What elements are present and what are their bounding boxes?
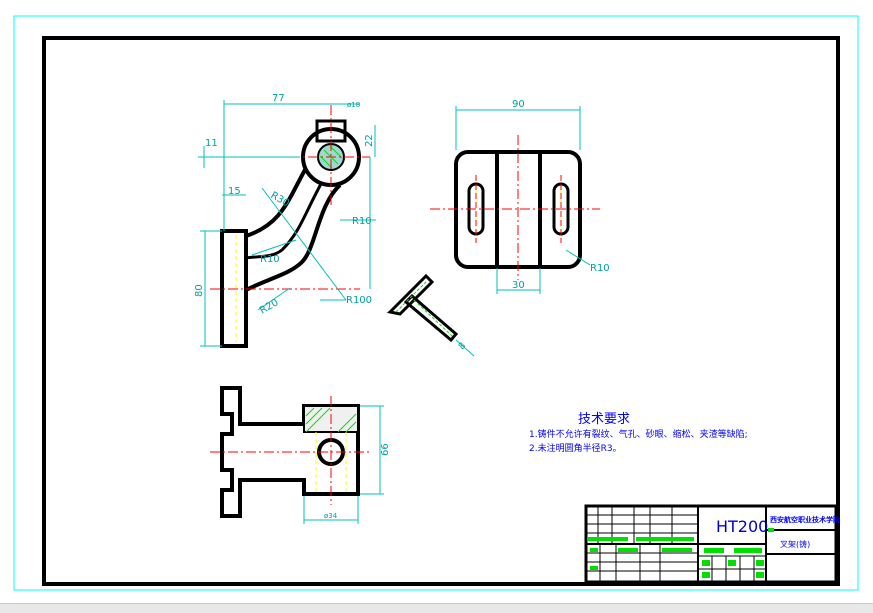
side-view-dimensions <box>455 106 591 294</box>
section-hatch <box>395 281 427 313</box>
front-view-dimensions <box>198 100 376 347</box>
material-label: HT200 <box>716 517 768 536</box>
sheet-border <box>13 15 859 591</box>
dim-30: 30 <box>512 280 525 291</box>
dim-phi-bottom: ø34 <box>324 512 338 520</box>
section-dim-line <box>455 339 475 357</box>
dim-r20: R20 <box>258 297 281 316</box>
dim-66: 66 <box>380 443 391 456</box>
notes-line-1: 1.铸件不允许有裂纹、气孔、砂眼、缩松、夹渣等缺陷; <box>529 428 748 440</box>
rib-section-view: 8 <box>386 273 475 357</box>
title-block: HT200 西安航空职业技术学院 叉架(铸) <box>584 504 840 584</box>
dim-r10-left: R10 <box>260 254 280 265</box>
dim-15: 15 <box>228 186 241 197</box>
hole-hatch <box>319 155 333 169</box>
top-view: 66 ø34 <box>210 386 391 524</box>
front-view: 77 11 15 22 80 ø18 R30 R10 R20 R10 R100 <box>194 93 376 348</box>
title-grid-lines <box>586 506 766 582</box>
side-view: 90 30 R10 <box>430 99 610 294</box>
arm-outer-curve <box>245 167 308 238</box>
section-hatch <box>413 299 453 337</box>
dim-22: 22 <box>364 134 375 147</box>
dim-r100: R100 <box>346 295 372 306</box>
dim-77: 77 <box>272 93 285 104</box>
arm-inner-curve <box>245 183 342 292</box>
technical-requirements: 技术要求 1.铸件不允许有裂纹、气孔、砂眼、缩松、夹渣等缺陷; 2.未注明圆角半… <box>529 412 748 454</box>
top-hatch <box>305 407 357 433</box>
arm-rib-curve <box>245 181 324 260</box>
drawing-frame <box>42 36 840 586</box>
hole-hatch <box>329 145 343 159</box>
dim-11: 11 <box>205 138 218 149</box>
dim-r10-right: R10 <box>352 216 372 227</box>
dim-r10-side: R10 <box>590 263 610 274</box>
dim-8: 8 <box>457 341 468 352</box>
notes-heading: 技术要求 <box>578 412 630 427</box>
part-name: 叉架(铸) <box>780 539 810 549</box>
title-block-green-marks <box>588 528 774 578</box>
status-bar <box>0 603 873 613</box>
school-name: 西安航空职业技术学院 <box>770 515 840 524</box>
section-flange <box>386 273 435 316</box>
top-view-dimensions <box>303 405 384 524</box>
dim-r30: R30 <box>269 190 292 209</box>
dim-90: 90 <box>512 99 525 110</box>
notes-line-2: 2.未注明圆角半径R3。 <box>529 442 622 454</box>
dim-80: 80 <box>194 284 205 297</box>
dim-phi-top: ø18 <box>347 101 360 109</box>
